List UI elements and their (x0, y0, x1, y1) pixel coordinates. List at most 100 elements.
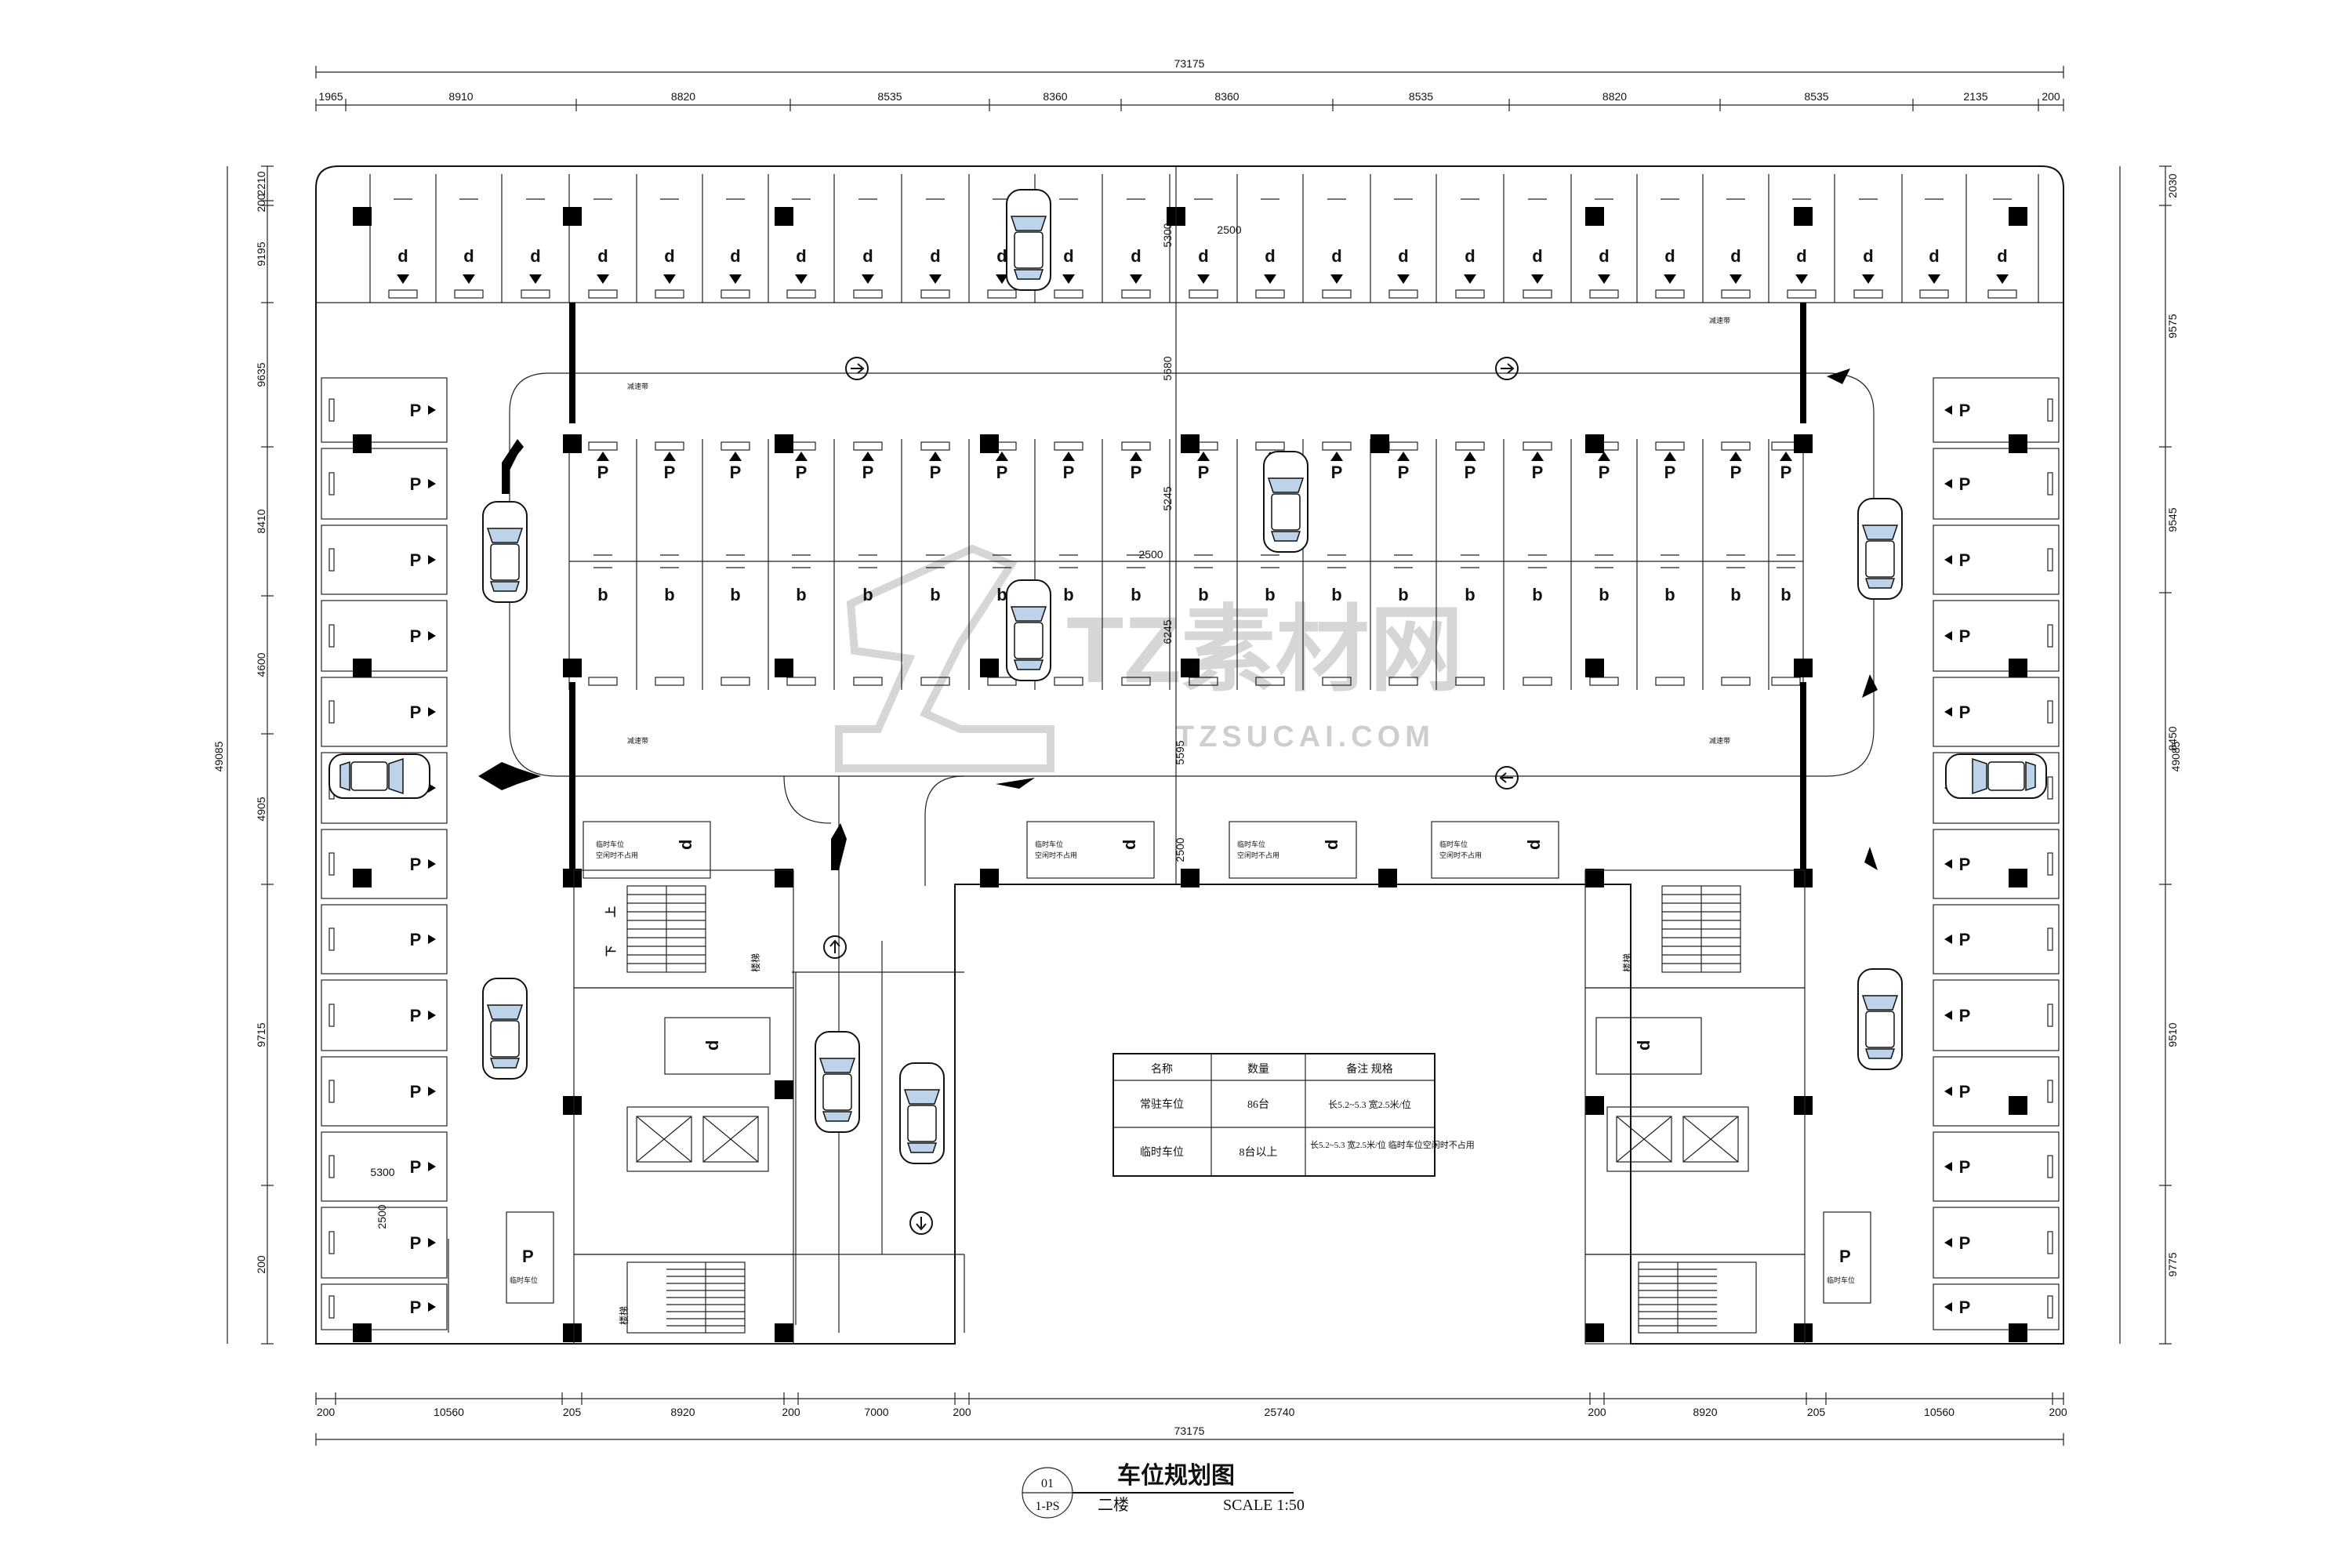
stall-number-box (720, 677, 750, 686)
stall-symbol: d (1465, 246, 1475, 266)
dim-5680: 5680 (1161, 356, 1174, 380)
column (1794, 434, 1813, 453)
stall-number-box (1589, 677, 1619, 686)
temp-note-2a: 临时车位 (1237, 840, 1265, 848)
side-stall (321, 1207, 448, 1279)
column (980, 659, 999, 677)
wheel-stop (2047, 852, 2053, 876)
side-stall (1933, 377, 2060, 443)
side-stall (321, 829, 448, 899)
car-windshield (1861, 524, 1899, 540)
stall-symbol: P (1959, 550, 1971, 570)
stall-number-box (655, 677, 684, 686)
stall-symbol: b (1131, 585, 1141, 604)
arrow-down-icon (1330, 274, 1343, 284)
side-stall (1933, 448, 2060, 520)
column (1585, 659, 1604, 677)
arrow-up-icon (1531, 452, 1544, 461)
dim-6245: 6245 (1161, 619, 1174, 644)
temp-note-2b: 空闲时不占用 (1237, 851, 1279, 859)
stall-number-box (388, 289, 418, 299)
side-stall (321, 1283, 448, 1330)
stall-symbol: b (1265, 585, 1275, 604)
temp-note-4b: 空闲时不占用 (596, 851, 638, 859)
stall-symbol: b (1780, 585, 1791, 604)
column (353, 869, 372, 887)
top-segment-dim: 8360 (1043, 90, 1067, 103)
arrow-left-icon (1944, 859, 1952, 869)
right-segment-dim: 9545 (2166, 507, 2179, 532)
speed-bump-label-3: 减速带 (627, 736, 648, 745)
column (1181, 869, 1200, 887)
temp-note-4a: 临时车位 (596, 840, 624, 848)
wheel-stop (2047, 700, 2053, 724)
bottom-segment-dim: 200 (953, 1406, 971, 1418)
cars (328, 189, 2047, 1164)
wheel-stop (328, 1155, 335, 1178)
arrow-down-icon (1464, 274, 1476, 284)
temp-note-3b: 空闲时不占用 (1439, 851, 1482, 859)
stall-symbol: d (664, 246, 674, 266)
stall-symbol: P (1959, 855, 1971, 874)
arrow-down-icon (729, 274, 742, 284)
stall-number-box (1388, 677, 1418, 686)
column (775, 869, 793, 887)
car-roof (1865, 540, 1895, 578)
car-icon (1263, 451, 1308, 553)
side-stall (1933, 1131, 2060, 1202)
stall-symbol: b (930, 585, 940, 604)
title-block: 01 1-PS 车位规划图 二楼 SCALE 1:50 (1022, 1462, 1305, 1519)
stall-symbol: P (1664, 463, 1676, 482)
car-windshield (1972, 757, 1987, 795)
column (775, 659, 793, 677)
column (1794, 659, 1813, 677)
stall-symbol: P (1398, 463, 1410, 482)
stall-symbol: P (1599, 463, 1610, 482)
stair-down-label: 下 (604, 946, 617, 956)
stall-number-box (655, 289, 684, 299)
drawing-title: 车位规划图 (1117, 1462, 1235, 1489)
right-segment-dim: 8450 (2166, 726, 2179, 750)
turn-arrow-icon (996, 778, 1035, 789)
stall-symbol: P (410, 1233, 422, 1253)
left-segment-dim: 8410 (255, 509, 267, 533)
stall-symbol: P (1465, 463, 1476, 482)
arrow-left-icon (1944, 1238, 1952, 1247)
wheel-stop (328, 1080, 335, 1103)
arrow-down-icon (1664, 274, 1676, 284)
arrow-right-icon (428, 935, 436, 944)
stall-symbol: b (1465, 585, 1475, 604)
dim-2500-left: 2500 (376, 1204, 388, 1229)
arrow-right-icon (428, 405, 436, 415)
stall-symbol: b (996, 585, 1007, 604)
column (2009, 869, 2027, 887)
stall-symbol: b (1331, 585, 1341, 604)
stall-symbol: d (1929, 246, 1939, 266)
arrow-right-icon (428, 1302, 436, 1312)
side-stall (1933, 829, 2060, 899)
temp-note-5a: 临时车位 (510, 1276, 538, 1284)
arrow-up-icon (996, 452, 1008, 461)
stairs-lower-left: 楼梯 (618, 1261, 746, 1334)
bottom-segment-dim: 25740 (1265, 1406, 1295, 1418)
wheel-stop (2047, 1080, 2053, 1103)
arrow-left-icon (1495, 766, 1519, 789)
stall-symbol: P (1959, 626, 1971, 646)
stall-number-box (1589, 289, 1619, 299)
column (980, 434, 999, 453)
car-roof (1014, 622, 1044, 659)
top-segment-dim: 8535 (1804, 90, 1828, 103)
column (775, 207, 793, 226)
column (1794, 869, 1813, 887)
temp-stall-p-6: P (1839, 1247, 1851, 1266)
stairs-label-2: 楼梯 (618, 1306, 630, 1325)
arrow-right-icon (428, 859, 436, 869)
car-rear-window (1013, 659, 1044, 670)
wheel-stop (328, 1295, 335, 1319)
stair-up-label: 上 (604, 906, 617, 917)
column (1378, 869, 1397, 887)
stall-symbol: P (410, 1006, 422, 1025)
column (1794, 1323, 1813, 1342)
